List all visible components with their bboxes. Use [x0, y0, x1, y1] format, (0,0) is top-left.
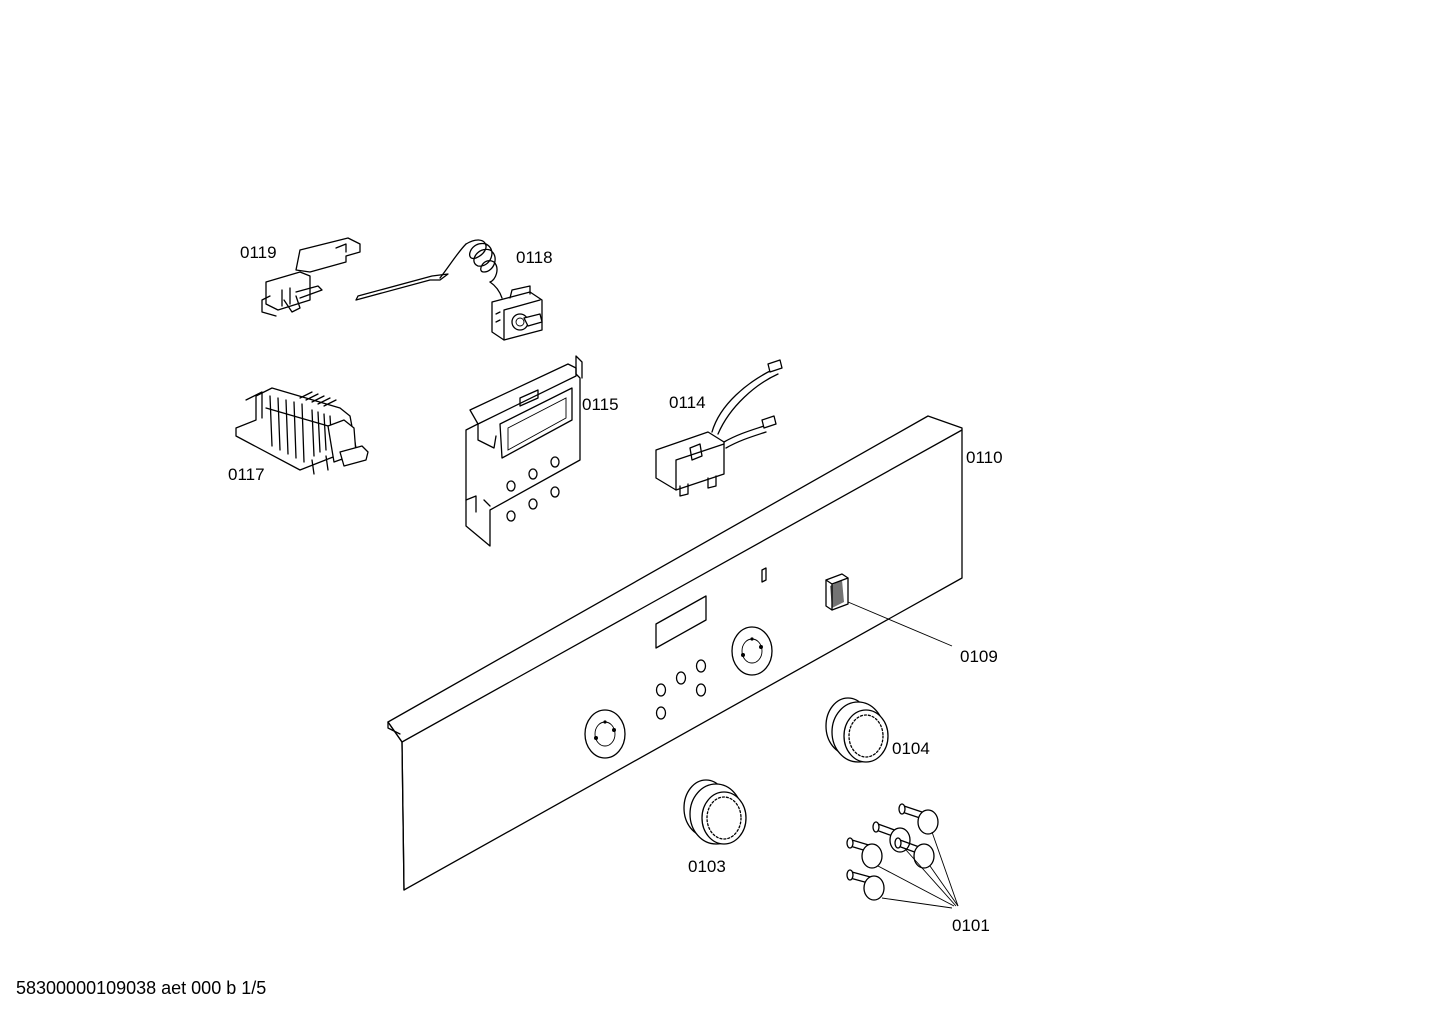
part-0114-relay: [655, 359, 783, 497]
label-0117: 0117: [228, 465, 265, 484]
part-0104-knob: [825, 697, 889, 763]
label-0101: 0101: [952, 916, 990, 935]
part-0117-selector-switch: [235, 387, 369, 475]
part-labels: 0119 0118 0117 0115 0114 0110 0109 0104 …: [228, 243, 1003, 935]
label-0114: 0114: [669, 393, 706, 412]
label-0119: 0119: [240, 243, 277, 262]
panel-knob-opening-left: [584, 709, 626, 759]
part-0115-clock-module: [465, 355, 583, 547]
part-0110-control-panel: [387, 415, 963, 891]
panel-knob-opening-right: [731, 626, 773, 676]
leader-lines: [847, 601, 959, 909]
panel-display-window: [655, 595, 707, 649]
label-0104: 0104: [892, 739, 930, 758]
label-0118: 0118: [516, 248, 553, 267]
part-0118-thermostat: [355, 239, 543, 341]
label-0109: 0109: [960, 647, 998, 666]
part-0109-indicator-lens: [825, 573, 849, 611]
label-0115: 0115: [582, 395, 619, 414]
module-buttons: [506, 456, 560, 522]
part-0119-bracket: [261, 237, 361, 317]
panel-button-holes: [655, 659, 707, 720]
part-0103-knob: [683, 779, 747, 845]
part-0101-push-buttons: [846, 803, 939, 901]
drawing-reference-footer: 58300000109038 aet 000 b 1/5: [16, 978, 267, 998]
label-0110: 0110: [966, 448, 1003, 467]
label-0103: 0103: [688, 857, 726, 876]
